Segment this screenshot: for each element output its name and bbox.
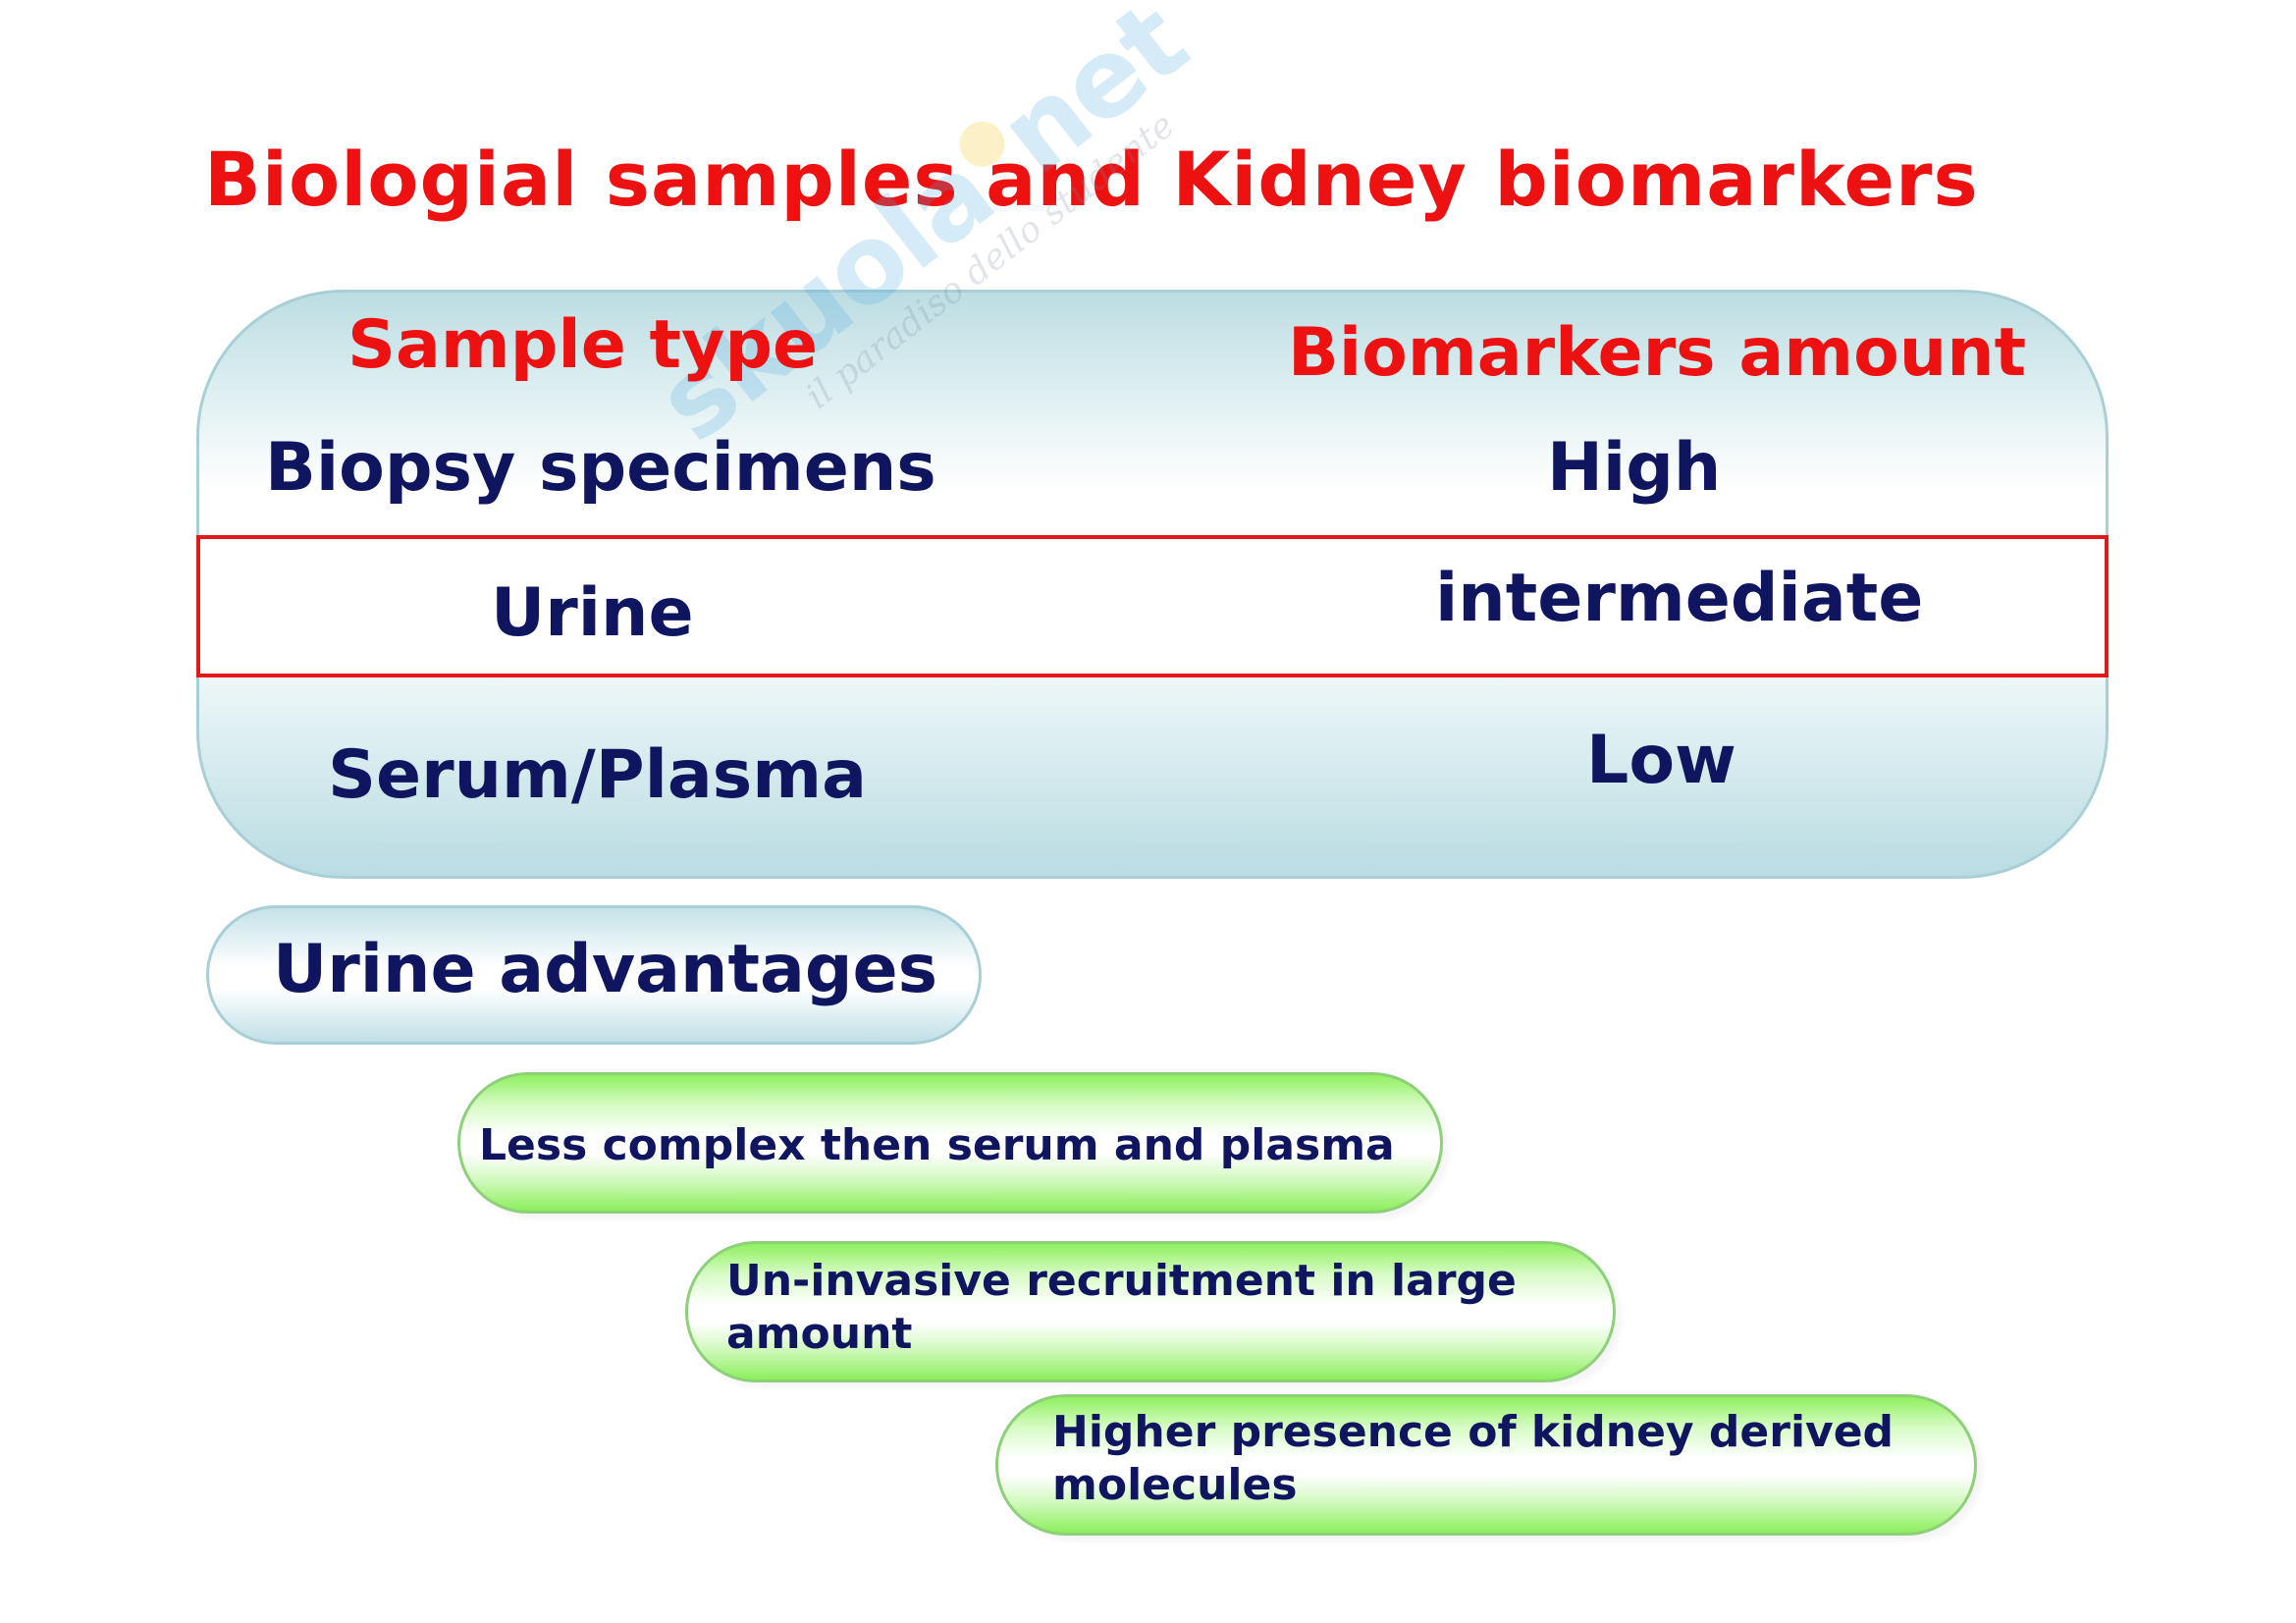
highlighted-row-urine bbox=[196, 535, 2109, 677]
row-serum-sample: Serum/Plasma bbox=[328, 736, 867, 814]
row-biopsy-amount: High bbox=[1547, 429, 1722, 507]
row-serum-amount: Low bbox=[1586, 722, 1736, 799]
row-biopsy-sample: Biopsy specimens bbox=[265, 429, 936, 507]
row-urine-sample: Urine bbox=[491, 574, 694, 652]
advantage-text-1: Less complex then serum and plasma bbox=[479, 1120, 1395, 1170]
advantage-pill-2 bbox=[685, 1241, 1616, 1382]
header-biomarkers-amount: Biomarkers amount bbox=[1288, 314, 2027, 392]
advantage-pill-3 bbox=[995, 1394, 1977, 1536]
advantage-text-2: Un-invasive recruitment in large amount bbox=[726, 1256, 1517, 1359]
row-urine-amount: intermediate bbox=[1435, 560, 1924, 637]
slide-title: Biologial samples and Kidney biomarkers bbox=[204, 135, 1979, 223]
header-sample-type: Sample type bbox=[347, 306, 819, 384]
urine-advantages-heading: Urine advantages bbox=[273, 931, 938, 1008]
advantage-text-3: Higher presence of kidney derived molecu… bbox=[1052, 1407, 1895, 1510]
advantage-pill-1 bbox=[457, 1072, 1443, 1214]
urine-advantages-pill bbox=[206, 905, 982, 1045]
